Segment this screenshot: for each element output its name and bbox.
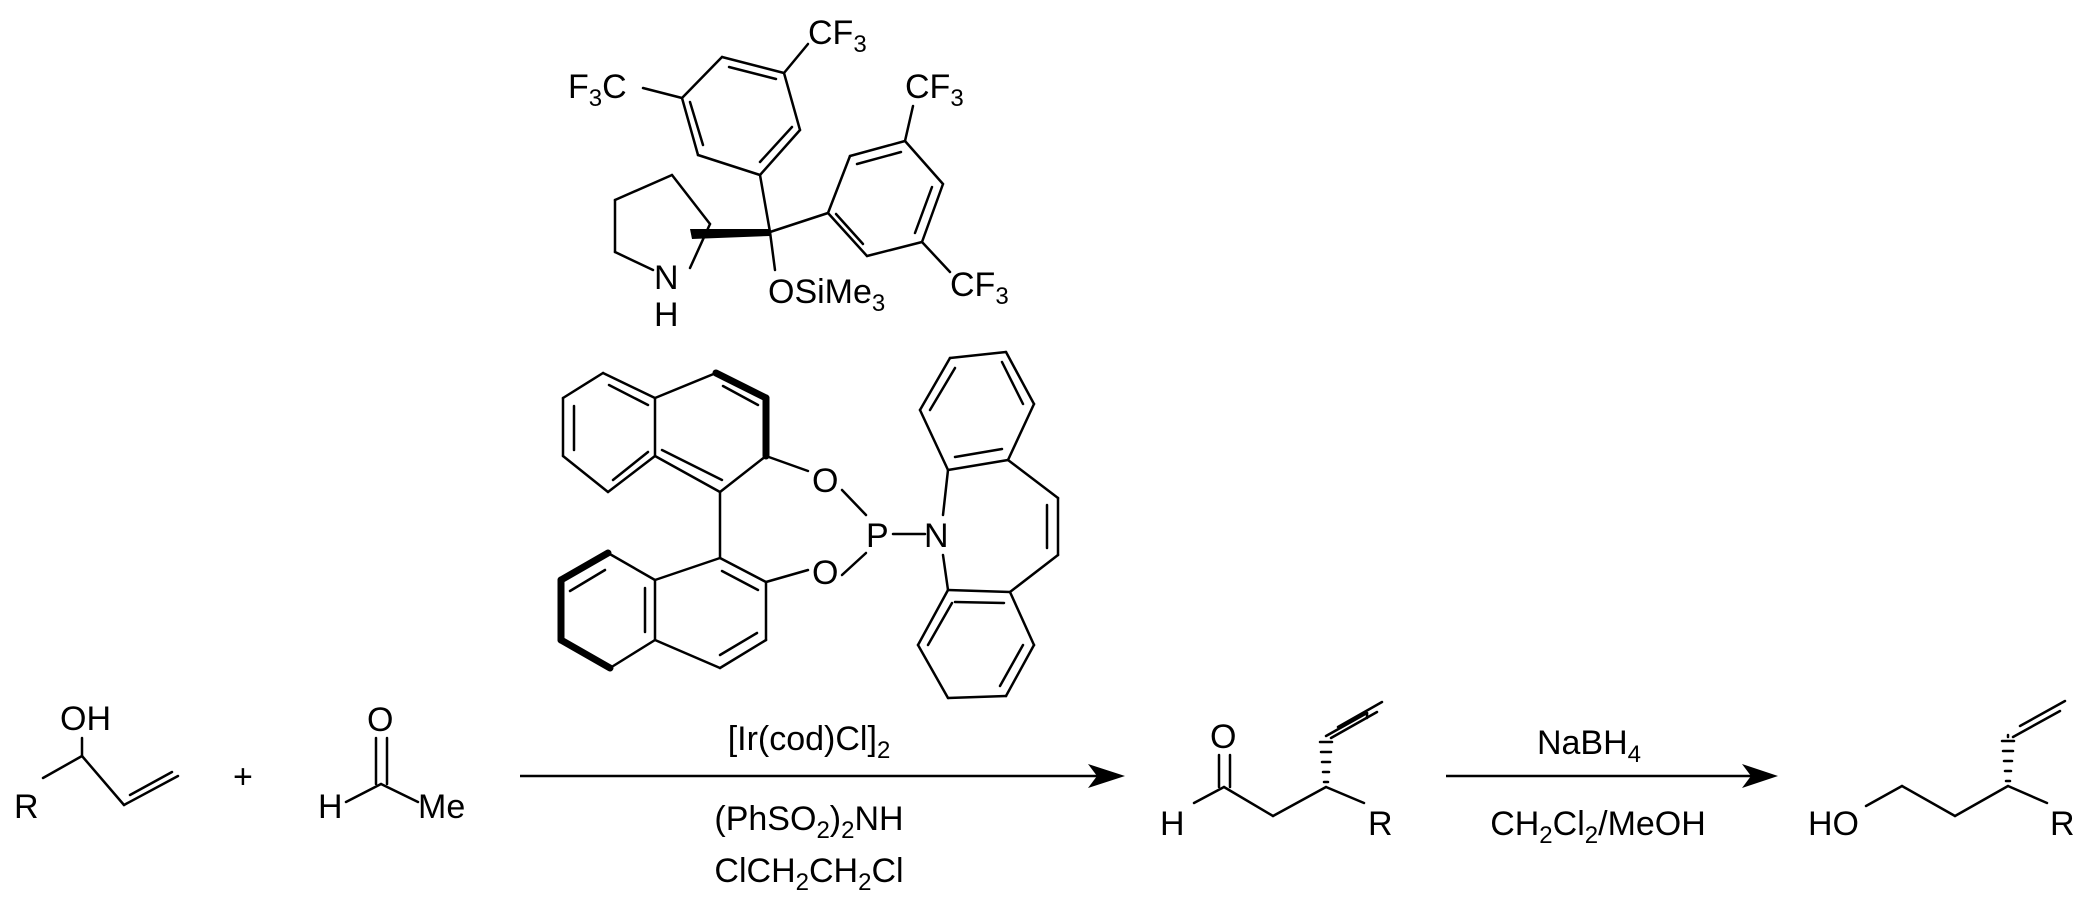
phos-o-bottom-label: O xyxy=(812,554,838,592)
phos-o-top-label: O xyxy=(812,462,838,500)
r-substituent-label: R xyxy=(14,788,39,826)
f3c-left-label: F3C xyxy=(568,68,627,112)
hydroxyl-label: OH xyxy=(60,700,111,738)
pyrrolidine-n-label: N xyxy=(654,259,679,297)
step2-arrow-group: NaBH4 CH2Cl2/MeOH xyxy=(1446,724,1778,849)
product-hydroxyl-label: HO xyxy=(1808,805,1859,843)
pyrrolidine-h-label: H xyxy=(654,296,679,334)
cf3-right-bottom-label: CF3 xyxy=(950,266,1009,310)
step1-catalyst-label: [Ir(cod)Cl]2 xyxy=(728,720,891,764)
step2-arrowhead xyxy=(1742,764,1778,788)
aldehyde-hydrogen-label: H xyxy=(318,788,343,826)
reactant-acetaldehyde: O H Me xyxy=(318,701,465,826)
product-r-label: R xyxy=(2050,805,2075,843)
step2-solvent-label: CH2Cl2/MeOH xyxy=(1490,805,1706,849)
step1-arrow-group: [Ir(cod)Cl]2 (PhSO2)2NH ClCH2CH2Cl xyxy=(520,720,1125,896)
phosphoramidite-ligand: O O P N xyxy=(557,350,1060,700)
step1-arrowhead xyxy=(1088,764,1125,788)
intermediate-oxygen-label: O xyxy=(1210,718,1236,756)
intermediate-hydrogen-label: H xyxy=(1160,805,1185,843)
methyl-label: Me xyxy=(418,788,465,826)
phos-p-label: P xyxy=(866,517,889,555)
step1-solvent-label: ClCH2CH2Cl xyxy=(714,852,903,896)
step1-additive-label: (PhSO2)2NH xyxy=(714,800,903,844)
hashed-stereo-bond xyxy=(1318,740,1334,784)
product-alcohol: HO R xyxy=(1808,699,2075,843)
phos-n-label: N xyxy=(924,517,949,555)
amine-catalyst: CF3 F3C CF3 CF3 N H OSiMe3 xyxy=(568,14,1009,334)
reactant-allylic-alcohol: OH R xyxy=(14,700,180,826)
step2-reductant-label: NaBH4 xyxy=(1537,724,1641,768)
carbonyl-oxygen-label: O xyxy=(367,701,393,739)
cf3-right-top-label: CF3 xyxy=(905,68,964,112)
cf3-top-label: CF3 xyxy=(808,14,867,58)
product-hashed-stereo-bond xyxy=(2000,739,2016,783)
stereo-wedge xyxy=(690,229,770,239)
plus-sign: + xyxy=(233,758,253,796)
intermediate-aldehyde: O H R xyxy=(1160,700,1393,843)
silyl-ether-label: OSiMe3 xyxy=(768,273,885,317)
intermediate-r-label: R xyxy=(1368,805,1393,843)
